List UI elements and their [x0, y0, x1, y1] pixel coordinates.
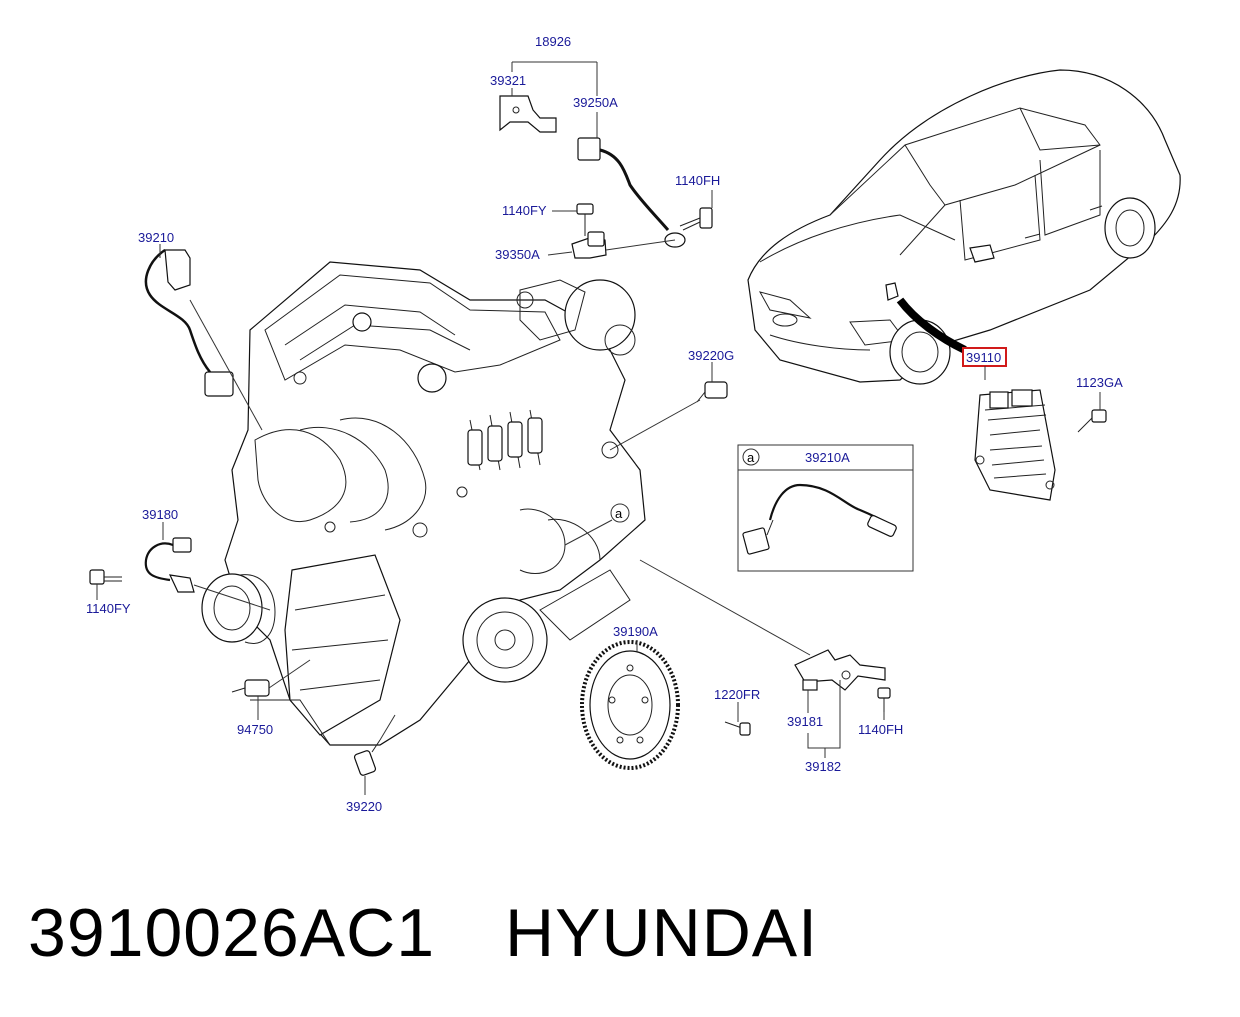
part-caption: 3910026AC1 HYUNDAI — [28, 888, 1208, 978]
bolt-1220FR — [724, 721, 751, 736]
bolt-1140FH-bottom — [877, 687, 891, 712]
label-ref-a: a — [615, 506, 623, 521]
cam-sensor-39350A — [571, 231, 607, 259]
label-39181: 39181 — [787, 714, 823, 729]
label-39210: 39210 — [138, 230, 174, 245]
label-94750: 94750 — [237, 722, 273, 737]
label-18926: 18926 — [535, 34, 571, 49]
label-1140FH-bottom: 1140FH — [858, 722, 903, 737]
bolt-1140FY-top — [576, 203, 594, 236]
label-39321: 39321 — [490, 73, 526, 88]
oxygen-sensor-39210 — [144, 248, 234, 397]
label-39250A: 39250A — [573, 95, 618, 110]
label-1140FH-top: 1140FH — [675, 173, 720, 188]
ecu-location-pointer — [896, 297, 967, 354]
ecu-39110 — [974, 389, 1056, 501]
oil-pressure-switch-94750 — [231, 679, 270, 697]
label-1140FY-left: 1140FY — [86, 601, 131, 616]
oxygen-sensor-39210A — [742, 483, 897, 555]
ref-marker-circle — [610, 503, 630, 523]
label-1220FR: 1220FR — [714, 687, 760, 702]
label-1140FY-top: 1140FY — [502, 203, 547, 218]
label-39220G: 39220G — [688, 348, 734, 363]
sensor-39180 — [144, 537, 195, 593]
bolt-1123GA — [1077, 409, 1107, 433]
part-number: 3910026AC1 — [28, 895, 436, 971]
label-39350A: 39350A — [495, 247, 540, 262]
bolt-1140FY-left — [89, 569, 122, 585]
label-inset-a: a — [747, 450, 755, 465]
label-39220: 39220 — [346, 799, 382, 814]
label-39190A: 39190A — [613, 624, 658, 639]
brand-name: HYUNDAI — [505, 895, 819, 971]
label-39182: 39182 — [805, 759, 841, 774]
inset-marker-circle — [742, 448, 760, 466]
label-39110: 39110 — [966, 350, 1001, 365]
temp-sensor-39220G — [696, 381, 728, 403]
label-1123GA: 1123GA — [1076, 375, 1123, 390]
target-wheel-39190A — [580, 640, 680, 770]
knock-sensor-39250A — [577, 137, 686, 248]
parts-diagram: 18926 39321 39250A 1140FH 1140FY 39350A — [86, 34, 1181, 814]
car-illustration — [747, 69, 1181, 385]
crank-sensor-bracket-39182 — [794, 649, 886, 691]
coolant-temp-sensor-39220 — [353, 739, 381, 776]
bolt-1140FH-top — [679, 207, 713, 231]
bracket-39321 — [499, 95, 557, 133]
label-39210A: 39210A — [805, 450, 850, 465]
engine-assembly — [201, 261, 646, 746]
label-39180: 39180 — [142, 507, 178, 522]
